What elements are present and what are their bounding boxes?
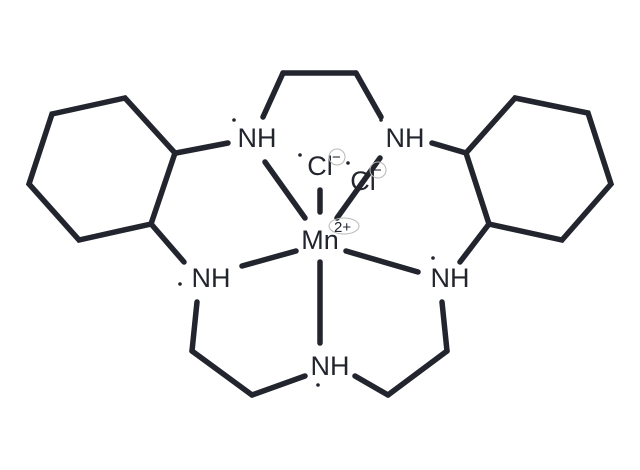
manganese-label: Mn <box>301 225 339 255</box>
chloride-1-charge: − <box>332 149 341 166</box>
chloride-2-charge: − <box>373 162 382 179</box>
left-cyclohexane-ring <box>25 94 179 244</box>
nh-bottom-right-label: NH <box>431 263 470 293</box>
right-cyclohexane-ring <box>462 94 615 244</box>
nh-top-left-label: NH <box>238 123 277 153</box>
manganese-charge: 2+ <box>334 219 351 236</box>
nh-top-right-label: NH <box>386 123 425 153</box>
nh-bottom-center-label: NH <box>311 351 350 381</box>
nh-bottom-left-label: NH <box>192 263 231 293</box>
bonds <box>149 70 492 398</box>
chloride-2-label: Cl <box>350 166 376 196</box>
chloride-1-label: Cl <box>307 151 333 181</box>
